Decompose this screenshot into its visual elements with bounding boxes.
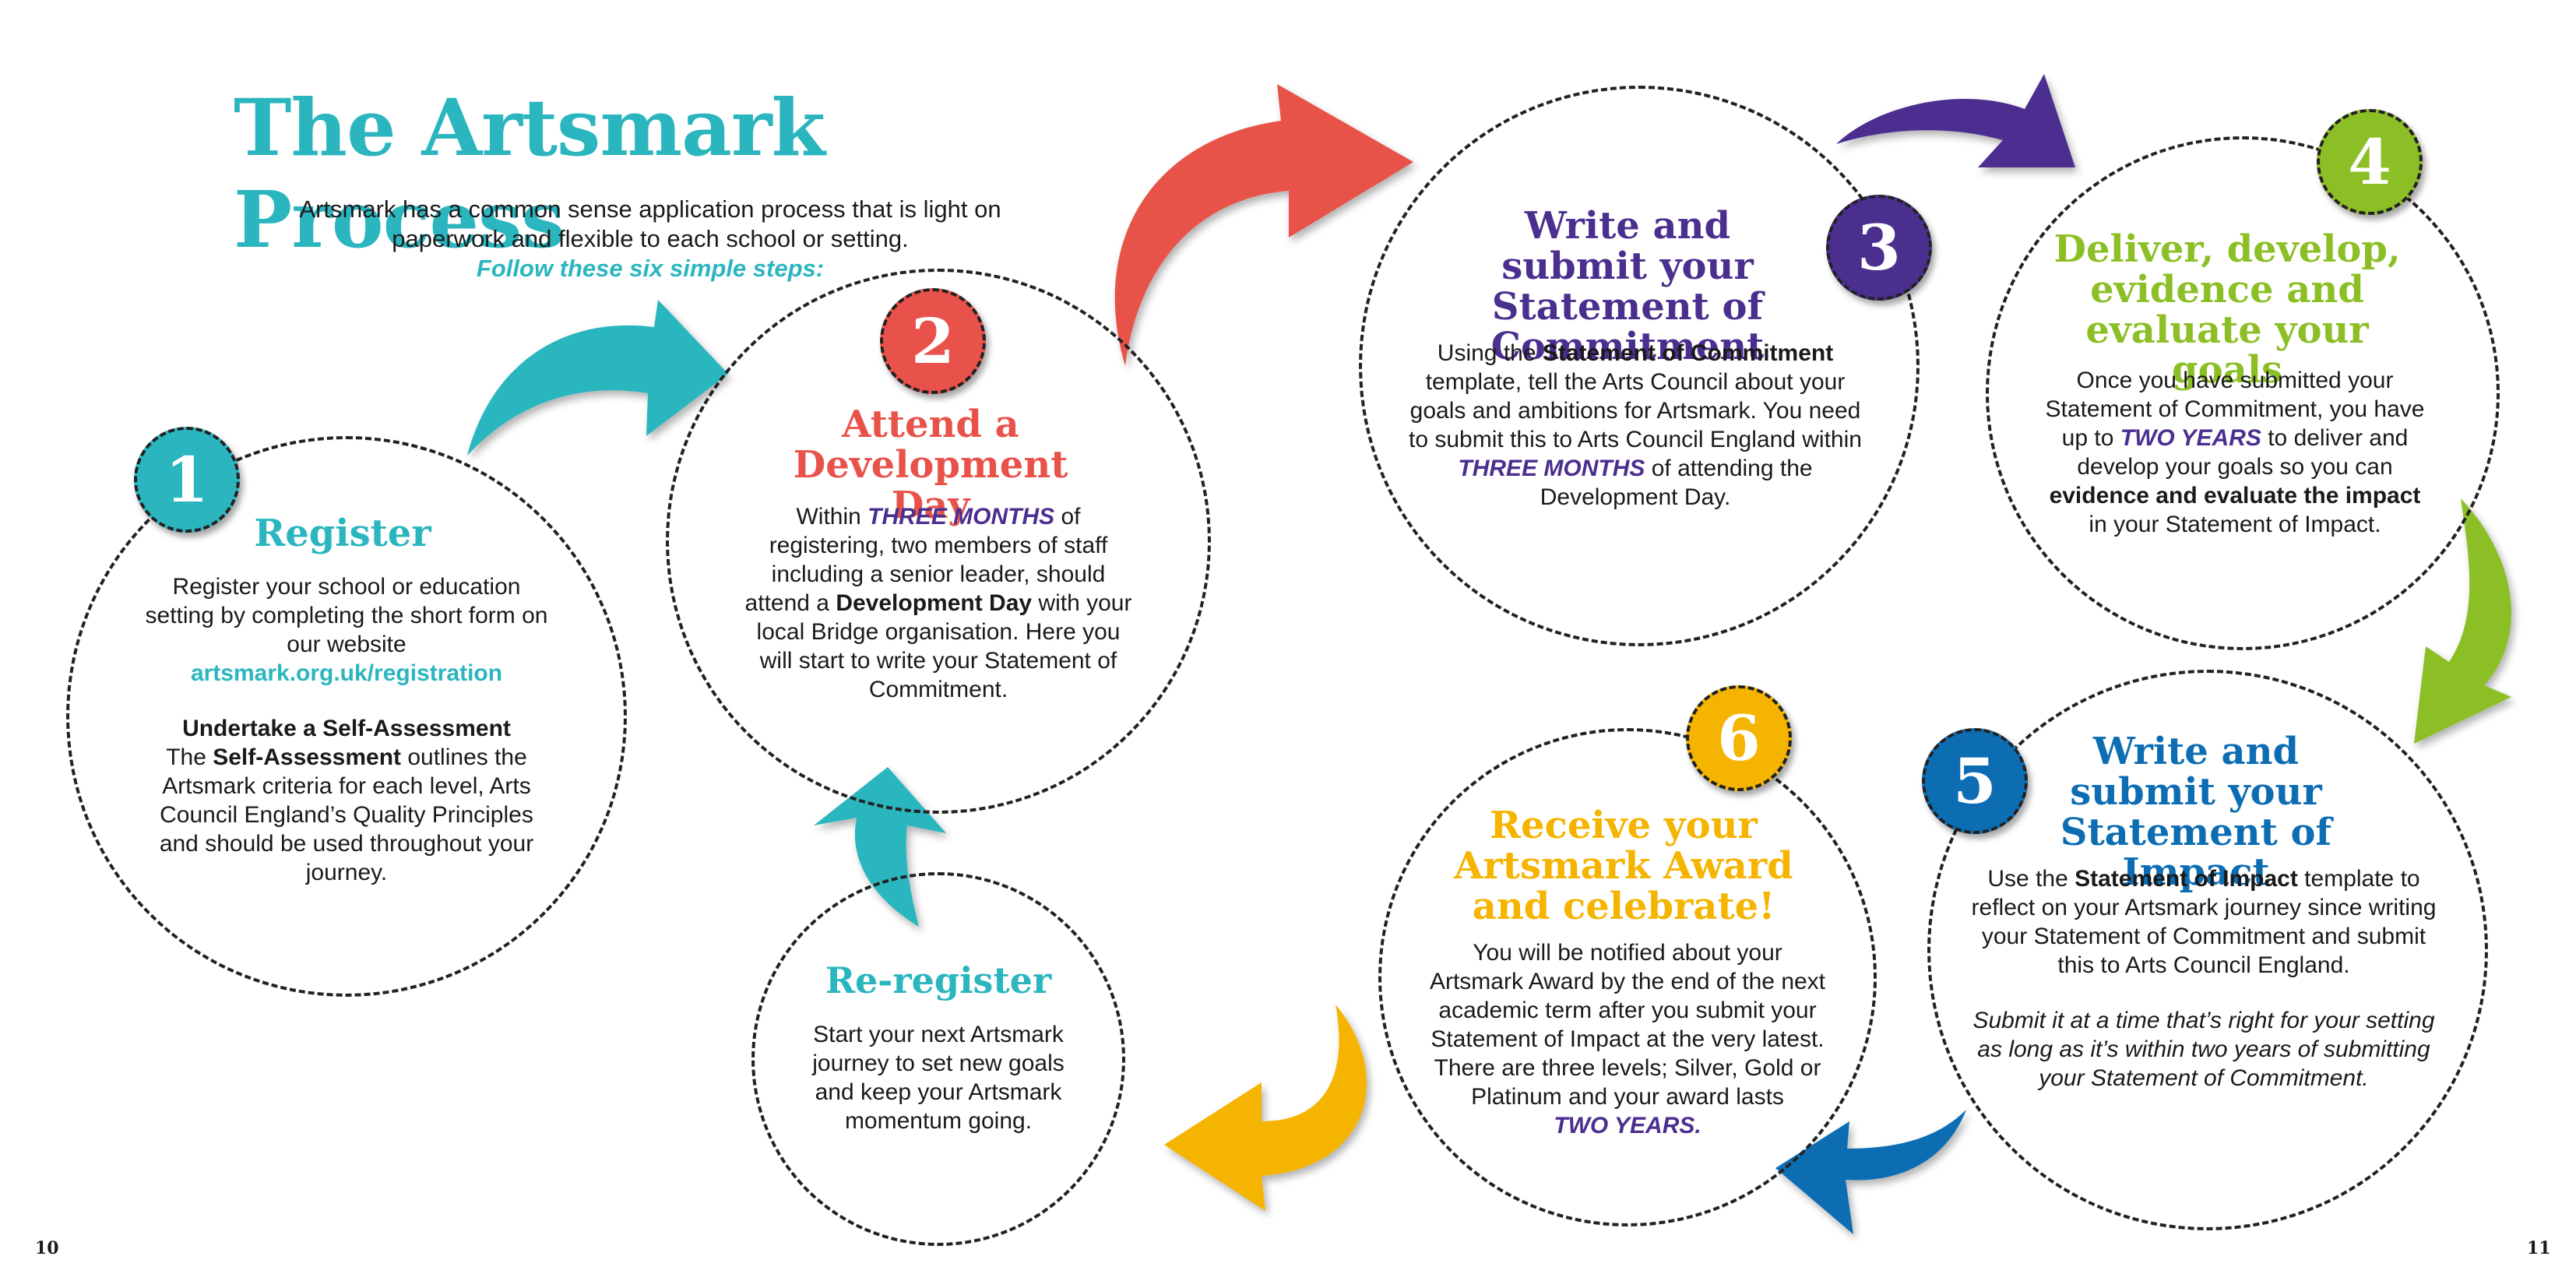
step-5-badge: 5 — [1922, 728, 2028, 834]
step-4-circle — [1986, 136, 2500, 650]
arrow-4-to-5 — [2414, 498, 2511, 744]
step-3-highlight: THREE MONTHS — [1458, 456, 1645, 481]
step-1-text2-post: outlines the Artsmark criteria for each … — [159, 744, 534, 885]
step-1-heading: Register — [254, 512, 431, 555]
reregister-body: Start your next Artsmark journey to set … — [812, 1022, 1065, 1134]
step-2-circle — [666, 269, 1211, 814]
step-3-bold: Statement of Commitment — [1542, 340, 1834, 366]
step-5-post: template to reflect on your Artsmark jou… — [1971, 866, 2437, 978]
arrow-5-to-6 — [1775, 1110, 1966, 1234]
step-3-heading: Write and submit your Statement of Commi… — [1490, 204, 1765, 369]
step-1-text2-bold: Self-Assessment — [213, 744, 402, 770]
step-3-body: Using the Statement of Commitment templa… — [1402, 339, 1869, 512]
step-4-highlight: TWO YEARS — [2120, 425, 2261, 451]
page-number-right: 11 — [2527, 1238, 2551, 1258]
step-5-bold: Statement of Impact — [2075, 866, 2298, 892]
step-6-highlight: TWO YEARS. — [1554, 1113, 1701, 1138]
step-3-pre: Using the — [1437, 340, 1543, 366]
step-3-circle — [1359, 86, 1920, 646]
step-4-heading: Deliver, develop, evidence and evaluate … — [2053, 227, 2401, 392]
page-title: The Artsmark Process — [234, 82, 825, 266]
step-4-pre: Once you have submitted your Statement o… — [2045, 368, 2425, 451]
step-1-text2-pre: The — [166, 744, 213, 770]
step-5-italic: Submit it at a time that’s right for you… — [1972, 1008, 2435, 1091]
step-5-body: Use the Statement of Impact template to … — [1970, 864, 2437, 1093]
step-6-circle — [1378, 728, 1877, 1226]
step-4-badge: 4 — [2317, 109, 2423, 215]
step-5-circle — [1927, 670, 2488, 1230]
step-2-highlight: THREE MONTHS — [867, 504, 1055, 530]
step-4-post: in your Statement of Impact. — [2089, 512, 2381, 537]
step-3-badge: 3 — [1826, 195, 1932, 301]
registration-link[interactable]: artsmark.org.uk/registration — [190, 660, 503, 686]
step-6-text: You will be notified about your Artsmark… — [1429, 940, 1826, 1110]
step-2-bold: Development Day — [836, 590, 1033, 616]
step-6-heading: Receive your Artsmark Award and celebrat… — [1454, 804, 1793, 928]
step-2-heading: Attend a Development Day — [793, 403, 1068, 527]
step-6-body: You will be notified about your Artsmark… — [1425, 938, 1830, 1140]
step-2-pre: Within — [796, 504, 868, 530]
step-5-heading: Write and submit your Statement of Impac… — [2060, 730, 2332, 895]
step-1-text: Register your school or education settin… — [145, 574, 548, 657]
arrow-6-to-reregister — [1164, 1005, 1367, 1211]
intro-text: Artsmark has a common sense application … — [257, 195, 1043, 283]
reregister-heading: Re-register — [825, 959, 1052, 1001]
reregister-circle — [751, 872, 1125, 1246]
step-1-badge: 1 — [134, 427, 240, 533]
step-2-body: Within THREE MONTHS of registering, two … — [740, 502, 1137, 704]
arrow-1-to-2 — [467, 300, 728, 456]
step-2-post: with your local Bridge organisation. Her… — [756, 590, 1132, 702]
step-3-post: of attending the Development Day. — [1540, 456, 1813, 510]
step-1-circle — [66, 436, 627, 997]
page-number-left: 10 — [35, 1238, 59, 1258]
arrow-2-to-3 — [1114, 84, 1413, 366]
intro-line-2: paperwork and flexible to each school or… — [392, 225, 909, 252]
arrow-3-to-4 — [1836, 74, 2075, 167]
intro-line-1: Artsmark has a common sense application … — [299, 195, 1001, 223]
step-1-body: Register your school or education settin… — [144, 572, 549, 887]
step-5-pre: Use the — [1987, 866, 2075, 892]
step-4-bold: evidence and evaluate the impact — [2049, 483, 2421, 509]
step-3-mid: template, tell the Arts Council about yo… — [1409, 369, 1862, 452]
self-assessment-heading: Undertake a Self-Assessment — [182, 716, 511, 741]
step-4-mid: to deliver and develop your goals so you… — [2077, 425, 2409, 480]
step-2-mid: of registering, two members of staff inc… — [744, 504, 1108, 616]
step-4-body: Once you have submitted your Statement o… — [2040, 366, 2430, 539]
intro-follow: Follow these six simple steps: — [476, 255, 825, 282]
step-6-badge: 6 — [1686, 685, 1792, 791]
step-2-badge: 2 — [880, 288, 986, 394]
